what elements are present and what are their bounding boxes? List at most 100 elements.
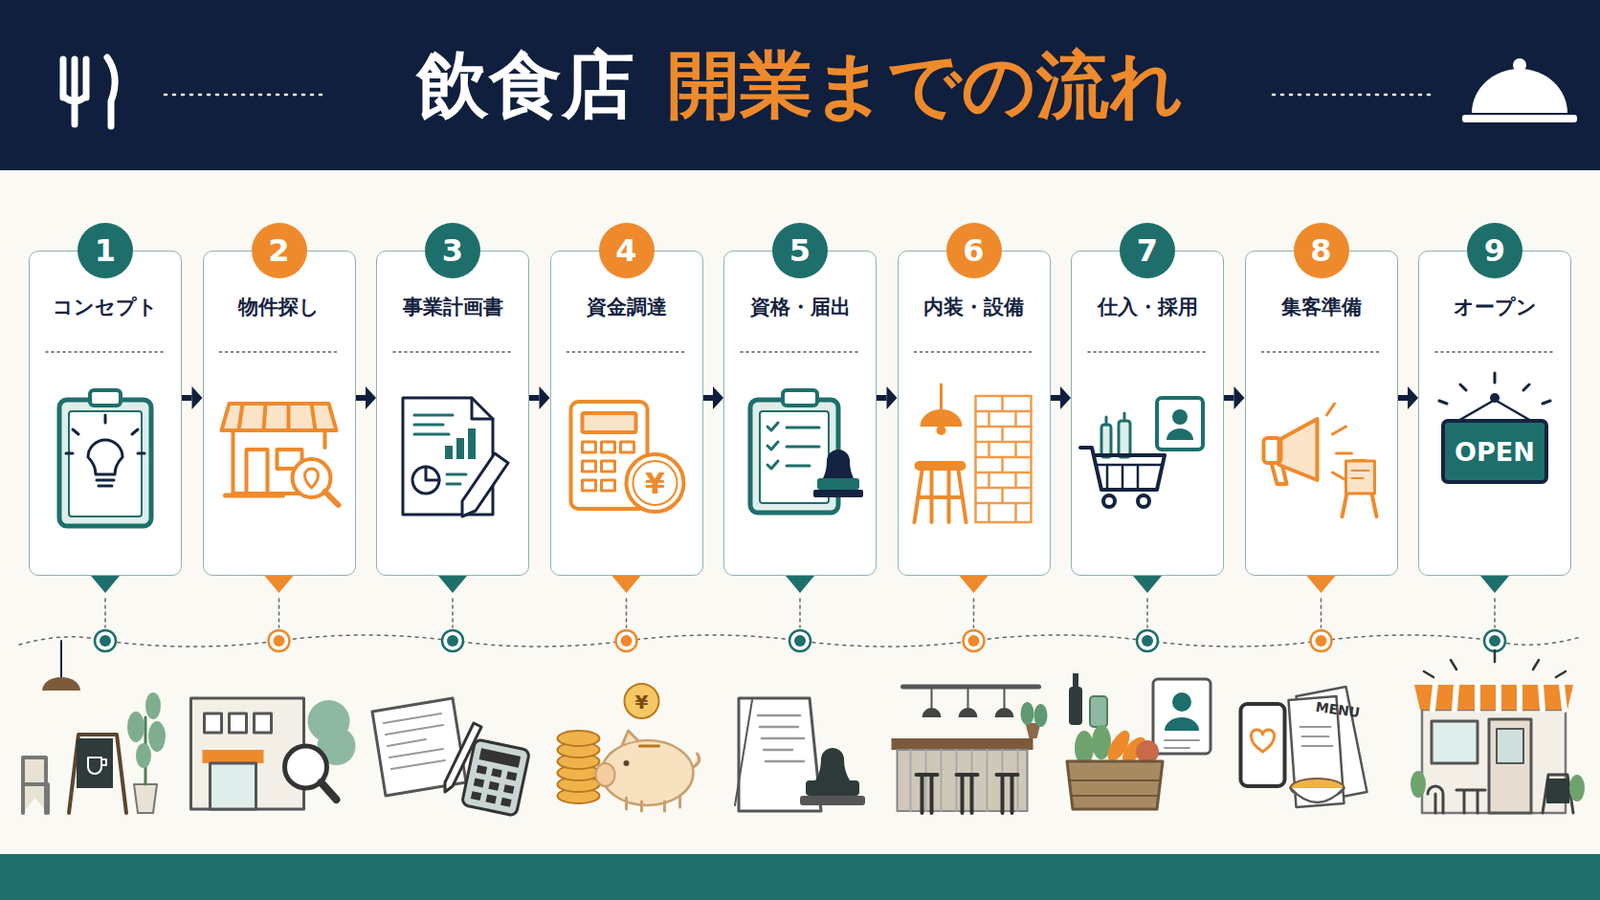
yen-mark: ¥ bbox=[644, 469, 666, 499]
step-heading: 内装・設備 bbox=[898, 293, 1050, 321]
flow-arrow bbox=[529, 386, 551, 410]
divider bbox=[740, 351, 860, 354]
step-number: 4 bbox=[599, 222, 655, 279]
leader bbox=[973, 599, 976, 628]
divider bbox=[45, 351, 165, 354]
step-number: 8 bbox=[1293, 222, 1350, 279]
pointer bbox=[612, 576, 642, 594]
flow-arrow bbox=[1223, 386, 1245, 410]
leader bbox=[1493, 599, 1496, 628]
timeline-dot bbox=[616, 630, 638, 652]
pointer bbox=[959, 576, 989, 594]
card-fill bbox=[1418, 250, 1572, 577]
arrow-head bbox=[192, 386, 203, 410]
timeline-dot bbox=[446, 635, 459, 647]
arrow-shaft bbox=[1223, 395, 1235, 401]
card-fill bbox=[376, 250, 530, 577]
step-number: 2 bbox=[251, 222, 308, 279]
pointer bbox=[785, 576, 815, 594]
step-heading: 事業計画書 bbox=[377, 293, 529, 321]
timeline-dot bbox=[789, 630, 811, 652]
pointer bbox=[438, 576, 467, 594]
step-card: 7仕入・採用 bbox=[1070, 250, 1224, 577]
flow-arrow bbox=[1050, 386, 1072, 410]
step-heading: 資格・届出 bbox=[724, 293, 876, 321]
divider bbox=[1435, 351, 1555, 354]
timeline-dot bbox=[1484, 630, 1506, 652]
step-card: 5資格・届出 bbox=[723, 250, 877, 577]
arrow-head bbox=[1234, 386, 1245, 410]
pointer bbox=[1133, 576, 1162, 594]
arrow-shaft bbox=[1398, 395, 1409, 401]
card-fill bbox=[550, 250, 704, 577]
divider bbox=[567, 351, 687, 354]
card-fill bbox=[897, 250, 1051, 577]
flow-arrow bbox=[876, 386, 898, 410]
title: 飲食店 bbox=[416, 48, 635, 122]
step-card: 3事業計画書 bbox=[376, 250, 530, 577]
step-card: 8集客準備 bbox=[1244, 250, 1399, 577]
timeline-dot bbox=[621, 635, 633, 647]
leader bbox=[104, 599, 107, 628]
step-number: 3 bbox=[424, 222, 481, 279]
leader bbox=[1320, 599, 1323, 628]
card-fill bbox=[202, 250, 356, 577]
arrow-shaft bbox=[876, 395, 888, 401]
card-fill bbox=[28, 250, 182, 577]
pointer bbox=[1480, 576, 1510, 594]
title-row: 飲食店開業までの流れ bbox=[0, 0, 1600, 171]
timeline-dot bbox=[1136, 630, 1158, 652]
step-heading: 物件探し bbox=[203, 293, 356, 321]
timeline-dot bbox=[1315, 635, 1328, 647]
divider bbox=[220, 351, 339, 354]
arrow-head bbox=[712, 386, 724, 410]
divider bbox=[1088, 351, 1207, 354]
timeline-dot bbox=[968, 635, 980, 647]
timeline-dot bbox=[1488, 635, 1501, 647]
pointer bbox=[1307, 576, 1336, 594]
sign-text: OPEN bbox=[1454, 439, 1535, 466]
card-fill bbox=[1070, 250, 1224, 577]
step-heading: コンセプト bbox=[29, 293, 181, 321]
timeline-dot bbox=[442, 630, 464, 652]
divider bbox=[393, 351, 512, 354]
step-number: 5 bbox=[772, 222, 828, 279]
timeline-dot bbox=[94, 630, 116, 652]
menu-text: MENU bbox=[1314, 700, 1361, 720]
pointer bbox=[90, 576, 120, 594]
leader bbox=[278, 599, 281, 628]
step-card: 2物件探し bbox=[202, 250, 356, 577]
arrow-shaft bbox=[355, 395, 367, 401]
footer-band bbox=[0, 854, 1600, 900]
arrow-shaft bbox=[181, 395, 193, 401]
arrow-head bbox=[887, 386, 898, 410]
arrow-shaft bbox=[703, 395, 714, 401]
card-fill bbox=[723, 250, 877, 577]
title-accent: 開業までの流れ bbox=[666, 48, 1184, 122]
timeline-dot bbox=[1141, 635, 1154, 647]
flow-arrow bbox=[703, 386, 725, 410]
arrow-head bbox=[1407, 386, 1419, 410]
step-heading: オープン bbox=[1419, 293, 1571, 321]
timeline-dot bbox=[99, 635, 112, 647]
step-card: 6内装・設備 bbox=[897, 250, 1051, 577]
step-number: 7 bbox=[1119, 222, 1176, 279]
leader bbox=[625, 599, 628, 628]
step-card: 9オープン bbox=[1418, 250, 1572, 577]
leader bbox=[1146, 599, 1149, 628]
step-number: 9 bbox=[1466, 222, 1523, 279]
step-heading: 資金調達 bbox=[551, 293, 703, 321]
timeline bbox=[19, 635, 1581, 647]
flow-arrow bbox=[355, 386, 378, 410]
timeline-dot bbox=[273, 635, 286, 647]
arrow-shaft bbox=[1050, 395, 1062, 401]
arrow-head bbox=[365, 386, 377, 410]
arrow-head bbox=[539, 386, 551, 410]
step-heading: 集客準備 bbox=[1245, 293, 1398, 321]
step-card: 4資金調達 bbox=[550, 250, 704, 577]
step-number: 1 bbox=[77, 222, 134, 279]
timeline-dot bbox=[268, 630, 290, 652]
